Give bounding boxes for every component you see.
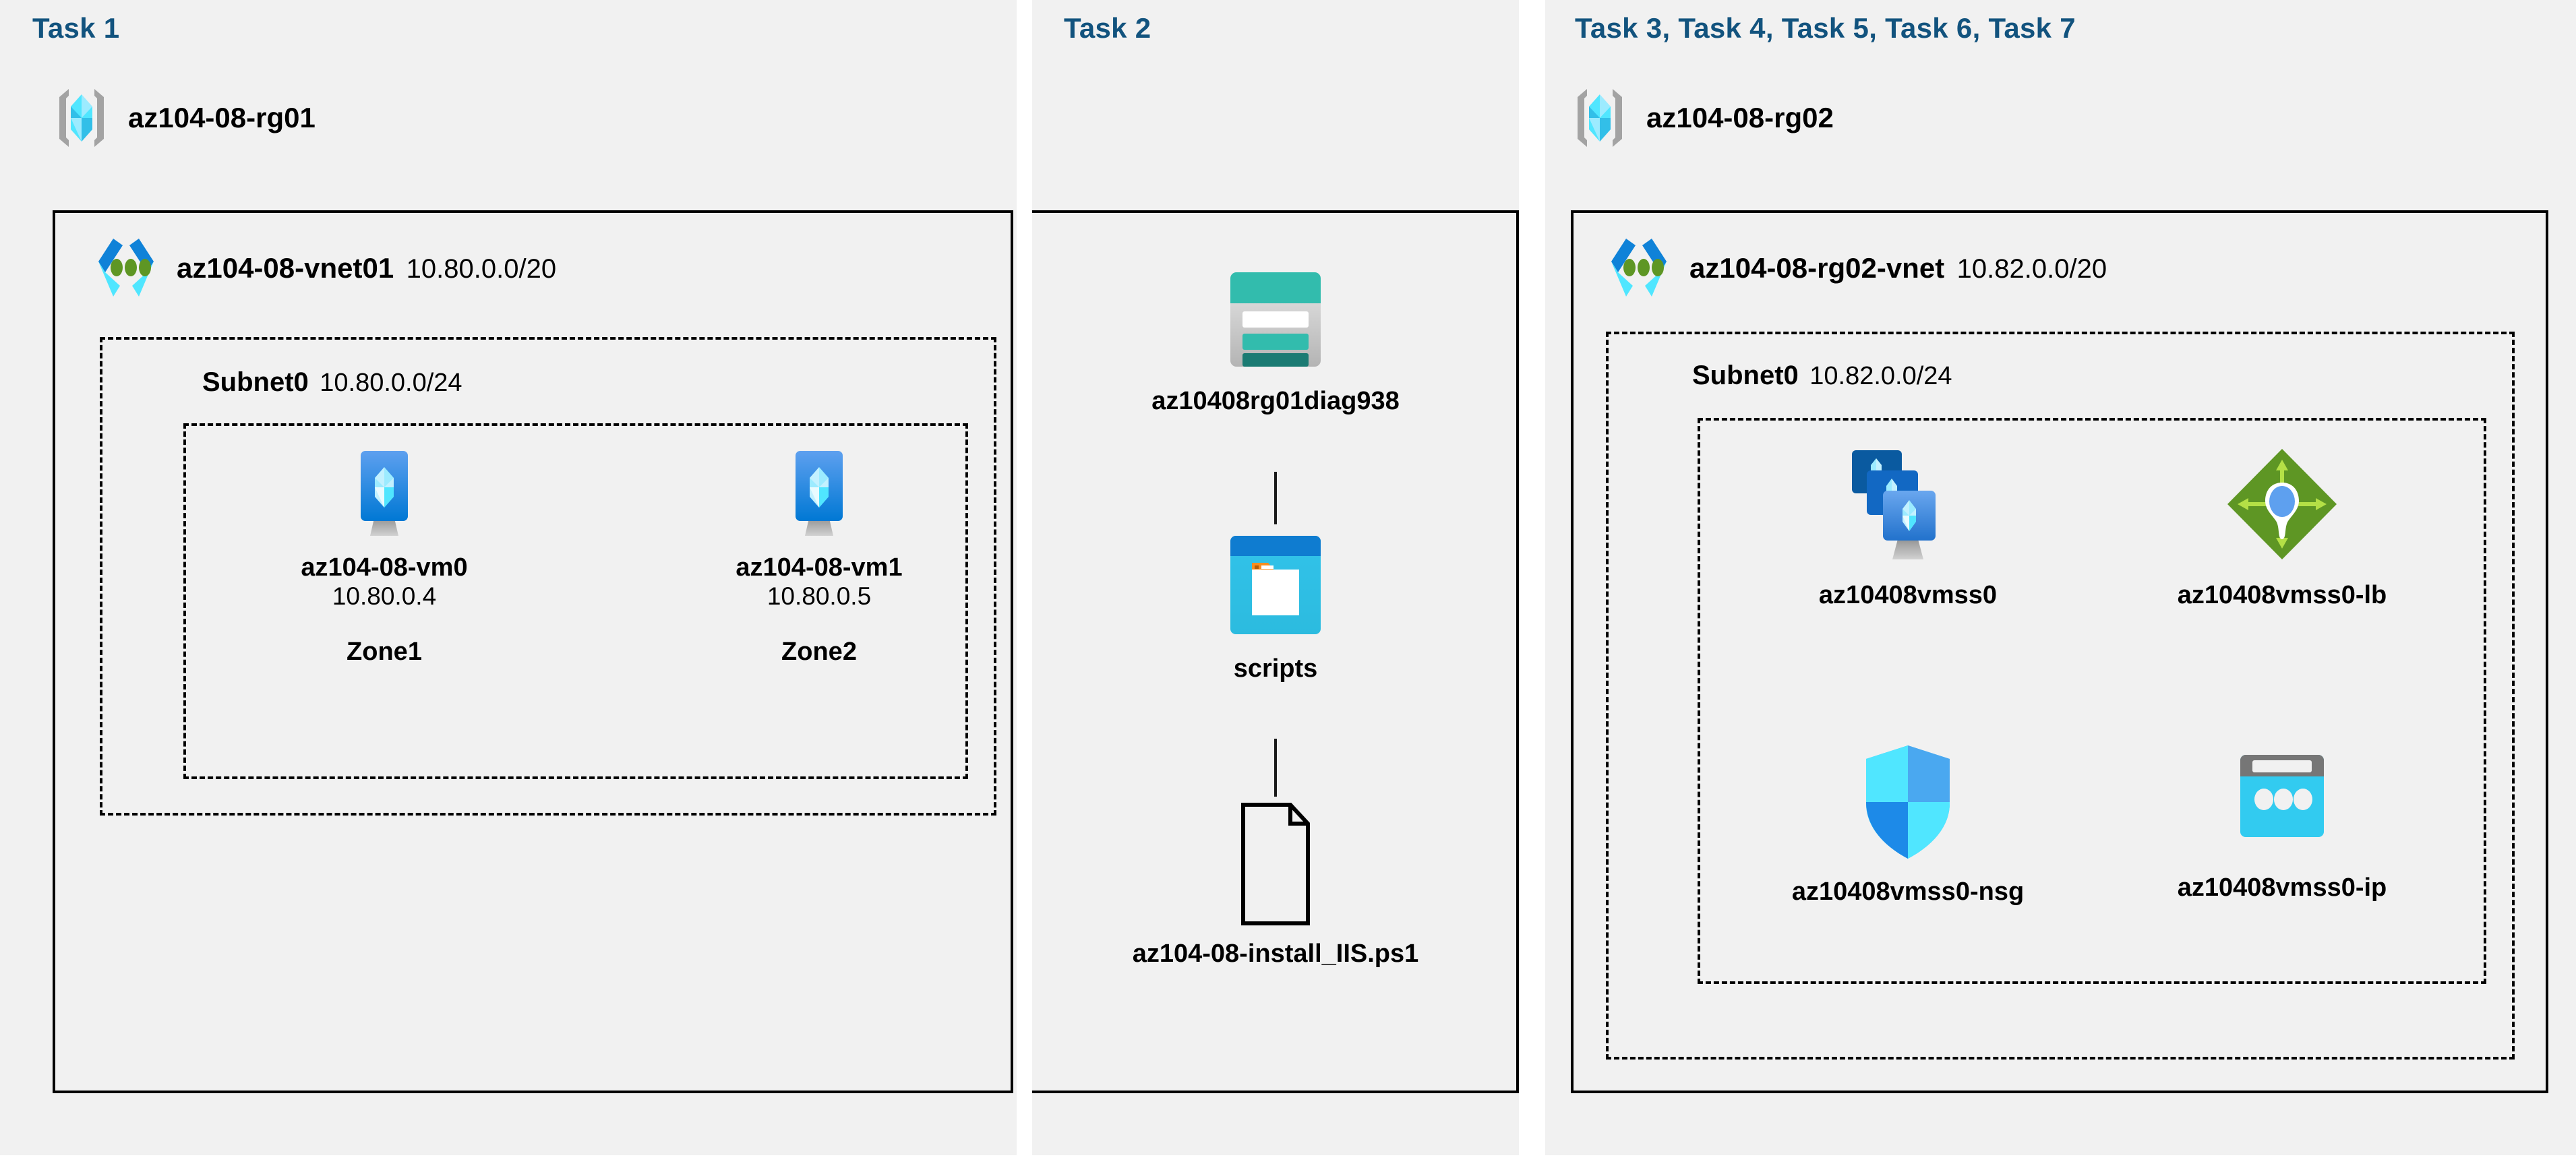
connector-container-to-file bbox=[1274, 739, 1277, 797]
subnet-header-task1: Subnet0 10.80.0.0/24 bbox=[202, 367, 462, 398]
task2-title: Task 2 bbox=[1064, 12, 1151, 44]
availability-zones-box bbox=[183, 423, 968, 779]
task1-title: Task 1 bbox=[32, 12, 120, 44]
task3-7-title: Task 3, Task 4, Task 5, Task 6, Task 7 bbox=[1575, 12, 2076, 44]
panel-task3-7 bbox=[1545, 0, 2576, 1155]
vnet-header-az104-08-vnet01[interactable]: az104-08-vnet01 10.80.0.0/20 bbox=[93, 236, 556, 301]
nsg-name: az10408vmss0-nsg bbox=[1791, 878, 2025, 906]
blob-container-scripts[interactable]: scripts bbox=[1079, 528, 1472, 683]
virtual-network-icon bbox=[1606, 236, 1672, 301]
subnet-box-subnet0-task1 bbox=[100, 337, 996, 816]
vm-name: az104-08-vm0 bbox=[301, 553, 468, 582]
resource-group-label: az104-08-rg02 bbox=[1646, 102, 1834, 133]
file-document-icon bbox=[1228, 801, 1323, 929]
virtual-network-icon bbox=[93, 236, 159, 301]
resource-group-az104-08-rg02[interactable]: az104-08-rg02 bbox=[1571, 86, 1834, 150]
load-balancer-icon bbox=[2218, 445, 2346, 570]
vm-ip: 10.80.0.5 bbox=[767, 582, 872, 610]
subnet-name: Subnet0 bbox=[1692, 361, 1799, 390]
load-balancer-az10408vmss0-lb[interactable]: az10408vmss0-lb bbox=[2127, 445, 2437, 610]
subnet-header-task3: Subnet0 10.82.0.0/24 bbox=[1692, 361, 1952, 391]
resource-group-label: az104-08-rg01 bbox=[128, 102, 316, 133]
vm-ip: 10.80.0.4 bbox=[332, 582, 437, 610]
panel-task1 bbox=[0, 0, 1017, 1155]
subnet-resources-box bbox=[1698, 418, 2486, 984]
vnet-name: az104-08-vnet01 bbox=[177, 252, 394, 284]
vm-scale-set-icon bbox=[1844, 445, 1972, 570]
file-name: az104-08-install_IIS.ps1 bbox=[1132, 940, 1419, 968]
network-security-group-az10408vmss0-nsg[interactable]: az10408vmss0-nsg bbox=[1753, 741, 2063, 907]
task2-container-box bbox=[1032, 210, 1519, 1093]
virtual-machine-az104-08-vm0[interactable]: az104-08-vm0 10.80.0.4 Zone1 bbox=[283, 448, 485, 667]
subnet-cidr: 10.80.0.0/24 bbox=[320, 369, 462, 397]
public-ip-name: az10408vmss0-ip bbox=[2177, 873, 2387, 902]
connector-storage-to-container bbox=[1274, 472, 1277, 524]
subnet-cidr: 10.82.0.0/24 bbox=[1809, 362, 1952, 390]
storage-account-name: az10408rg01diag938 bbox=[1151, 387, 1400, 415]
public-ip-address-az10408vmss0-ip[interactable]: az10408vmss0-ip bbox=[2127, 748, 2437, 902]
virtual-machine-az104-08-vm1[interactable]: az104-08-vm1 10.80.0.5 Zone2 bbox=[718, 448, 920, 667]
subnet-box-subnet0-task3 bbox=[1606, 332, 2515, 1060]
vm-scale-set-az10408vmss0[interactable]: az10408vmss0 bbox=[1753, 445, 2063, 610]
vm-zone: Zone2 bbox=[781, 638, 857, 666]
resource-group-icon bbox=[1571, 86, 1629, 150]
lb-name: az10408vmss0-lb bbox=[2177, 581, 2387, 609]
vnet-cidr: 10.82.0.0/20 bbox=[1956, 254, 2107, 284]
vnet-name: az104-08-rg02-vnet bbox=[1689, 252, 1945, 284]
network-security-group-icon bbox=[1851, 741, 1965, 867]
blob-container-icon bbox=[1213, 528, 1338, 644]
vm-name: az104-08-vm1 bbox=[736, 553, 903, 582]
public-ip-address-icon bbox=[2225, 748, 2339, 863]
vnet-cidr: 10.80.0.0/20 bbox=[406, 254, 557, 284]
file-az104-08-install-iis-ps1[interactable]: az104-08-install_IIS.ps1 bbox=[1079, 801, 1472, 969]
vnet-box-az104-08-rg02-vnet bbox=[1571, 210, 2548, 1093]
virtual-machine-icon bbox=[779, 448, 859, 543]
virtual-machine-icon bbox=[345, 448, 424, 543]
storage-account-az10408rg01diag938[interactable]: az10408rg01diag938 bbox=[1079, 263, 1472, 416]
vnet-box-az104-08-vnet01 bbox=[53, 210, 1013, 1093]
subnet-name: Subnet0 bbox=[202, 367, 309, 397]
vmss-name: az10408vmss0 bbox=[1818, 581, 1998, 609]
resource-group-icon bbox=[53, 86, 111, 150]
storage-account-icon bbox=[1213, 263, 1338, 376]
blob-container-name: scripts bbox=[1233, 654, 1318, 683]
vnet-header-az104-08-rg02-vnet[interactable]: az104-08-rg02-vnet 10.82.0.0/20 bbox=[1606, 236, 2107, 301]
resource-group-az104-08-rg01[interactable]: az104-08-rg01 bbox=[53, 86, 316, 150]
vm-zone: Zone1 bbox=[347, 638, 422, 666]
